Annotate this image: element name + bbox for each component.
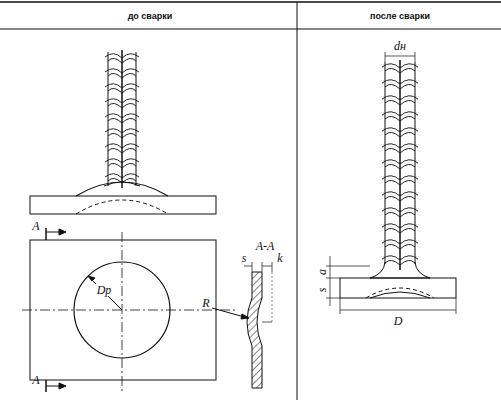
rebar-rib (105, 144, 139, 153)
dimension-label: k (277, 252, 282, 264)
dome-hidden (76, 200, 168, 214)
extension-line (326, 298, 340, 299)
plate (30, 196, 216, 214)
dimension-label: s (316, 287, 328, 294)
dome-hidden (366, 288, 434, 298)
rebar-rib (382, 224, 418, 233)
rebar-rib (382, 192, 418, 201)
extension-line (252, 262, 253, 272)
rebar-rib (105, 69, 139, 78)
plate-section (247, 272, 262, 388)
arrowhead (88, 276, 95, 281)
centerline (22, 310, 235, 311)
dimension-line (330, 256, 331, 306)
column-header: после сварки (370, 12, 430, 21)
rebar-rib (105, 54, 139, 63)
section-letter: A (32, 220, 39, 232)
centerline (122, 232, 123, 392)
dimension-line (340, 310, 456, 311)
arrowhead (241, 314, 249, 319)
section-letter: A (32, 374, 39, 386)
rebar-rib (382, 64, 418, 73)
rebar-rib (382, 176, 418, 185)
rebar-rib (382, 96, 418, 105)
dome (76, 182, 168, 196)
dimension-label: Dр (96, 284, 113, 296)
rebar (382, 60, 418, 270)
dimension-label: D (394, 315, 403, 327)
dimension-label: R (201, 297, 210, 309)
dimension-line (385, 56, 415, 57)
column-divider (297, 2, 298, 400)
rebar-rib (382, 144, 418, 153)
rebar-rib (382, 208, 418, 217)
dimension-line (244, 266, 252, 267)
rebar (105, 50, 139, 188)
rebar-rib (105, 129, 139, 138)
section-title: A-A (256, 240, 275, 252)
column-header: до сварки (128, 12, 173, 21)
rebar-rib (105, 159, 139, 168)
arrowhead (59, 383, 66, 389)
rebar-rib (382, 240, 418, 249)
section-mark (45, 228, 47, 240)
frame-line (0, 1, 501, 3)
extension-line (340, 298, 341, 314)
extension-line (326, 278, 340, 279)
rebar-rib (105, 114, 139, 123)
extension-line (272, 272, 273, 322)
rebar-rib (382, 256, 418, 265)
extension-line (415, 52, 416, 62)
rebar-rib (382, 128, 418, 137)
extension-line (262, 262, 263, 272)
dimension-label: dн (394, 40, 406, 52)
dome-bottom (370, 292, 430, 298)
rebar-rib (105, 99, 139, 108)
extension-line (385, 52, 386, 62)
extension-line (272, 262, 273, 272)
weld-fillet (370, 262, 430, 278)
frame-line (0, 29, 501, 30)
dimension-label: s (242, 252, 247, 264)
rebar-rib (105, 84, 139, 93)
radius-line (88, 276, 122, 310)
extension-line (262, 322, 272, 323)
extension-line (326, 266, 370, 267)
rebar-rib (382, 112, 418, 121)
rebar-rib (382, 160, 418, 169)
extension-line (456, 298, 457, 314)
plate (340, 278, 456, 298)
arrowhead (59, 229, 66, 235)
dimension-label: a (316, 268, 328, 276)
radius-leader (212, 308, 248, 318)
rebar-rib (382, 80, 418, 89)
dimension-line (262, 266, 272, 267)
